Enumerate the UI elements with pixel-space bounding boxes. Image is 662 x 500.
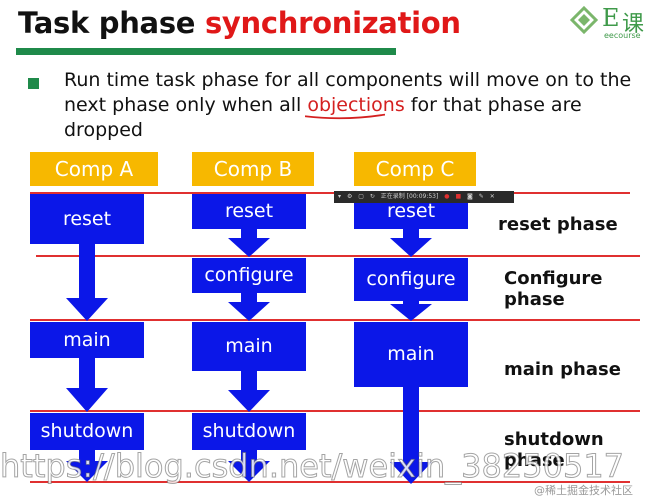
- comp-a-shutdown-box: shutdown: [30, 413, 144, 450]
- logo-char: 课: [622, 12, 645, 37]
- phase-label-configure-line1: Configure: [504, 268, 603, 289]
- comp-b-arrow-main-shutdown: [228, 370, 270, 412]
- comp-c-header: Comp C: [354, 152, 476, 186]
- comp-a-arrow-main-shutdown: [66, 357, 108, 412]
- comp-b-arrow-reset-configure: [228, 228, 270, 257]
- comp-a-header: Comp A: [30, 152, 158, 186]
- comp-b-arrow-shutdown-end: [228, 449, 270, 482]
- phase-label-shutdown: shutdown phase: [504, 429, 604, 471]
- toolbar-menu-icon[interactable]: ▾: [338, 193, 342, 200]
- credit-watermark: @稀土掘金技术社区: [534, 484, 633, 497]
- toolbar-stop-icon[interactable]: ■: [455, 193, 462, 200]
- phase-label-configure: Configure phase: [504, 268, 603, 310]
- eecourse-logo: E 课 eecourse: [568, 2, 662, 42]
- title-part1: Task phase: [18, 6, 196, 40]
- comp-b-arrow-configure-main: [228, 292, 270, 321]
- bullet-text-before: Run time task phase for all components w…: [64, 69, 632, 116]
- bullet-text-after: for that phase are dropped: [64, 94, 582, 141]
- comp-c-arrow-configure-main: [390, 300, 432, 321]
- title-underline-bar: [16, 48, 396, 55]
- phase-label-main: main phase: [504, 359, 621, 380]
- bullet-text: Run time task phase for all components w…: [64, 68, 662, 143]
- comp-b-configure-box: configure: [192, 258, 306, 293]
- comp-b-main-box: main: [192, 322, 306, 371]
- toolbar-refresh-icon[interactable]: ↻: [369, 193, 375, 200]
- comp-c-main-box: main: [354, 322, 468, 387]
- toolbar-pen-icon[interactable]: ✎: [478, 193, 484, 200]
- comp-a-arrow-shutdown-end: [66, 449, 108, 482]
- handwritten-underline-icon: [305, 113, 386, 120]
- recording-toolbar[interactable]: ▾ ⚙ ▢ ↻ 正在录制 [00:09:53] ● ■ ◙ ✎ ✕: [334, 191, 514, 203]
- comp-a-main-box: main: [30, 322, 144, 358]
- comp-c-arrow-main-end: [390, 386, 432, 484]
- comp-a-reset-box: reset: [30, 194, 144, 244]
- phase-label-shutdown-line1: shutdown: [504, 429, 604, 450]
- comp-a-arrow-reset-main: [66, 243, 108, 321]
- bullet-highlight-word: objections: [307, 94, 405, 116]
- title-part2: synchronization: [204, 6, 461, 40]
- toolbar-camera-icon[interactable]: ◙: [467, 193, 473, 200]
- bullet-highlight: objections: [305, 94, 405, 120]
- bullet-square-icon: [28, 78, 39, 89]
- logo-sub: eecourse: [604, 31, 641, 40]
- phase-label-reset: reset phase: [498, 214, 618, 235]
- phase-label-shutdown-line2: phase: [504, 450, 565, 471]
- comp-b-reset-box: reset: [192, 194, 306, 229]
- logo-diamond-icon: [569, 5, 599, 35]
- toolbar-settings-icon[interactable]: ⚙: [346, 193, 353, 200]
- comp-b-header: Comp B: [192, 152, 314, 186]
- comp-c-arrow-reset-configure: [390, 228, 432, 257]
- comp-c-configure-box: configure: [354, 258, 468, 301]
- toolbar-status: 正在录制 [00:09:53]: [380, 193, 439, 200]
- toolbar-window-icon[interactable]: ▢: [358, 193, 364, 200]
- phase-label-configure-line2: phase: [504, 289, 565, 310]
- page-title: Task phase synchronization: [18, 6, 461, 40]
- toolbar-record-icon[interactable]: ●: [444, 193, 450, 200]
- toolbar-close-icon[interactable]: ✕: [489, 193, 495, 200]
- url-watermark: https://blog.csdn.net/weixin_38250517: [0, 447, 625, 486]
- comp-b-shutdown-box: shutdown: [192, 413, 306, 450]
- logo-letter: E: [602, 4, 620, 32]
